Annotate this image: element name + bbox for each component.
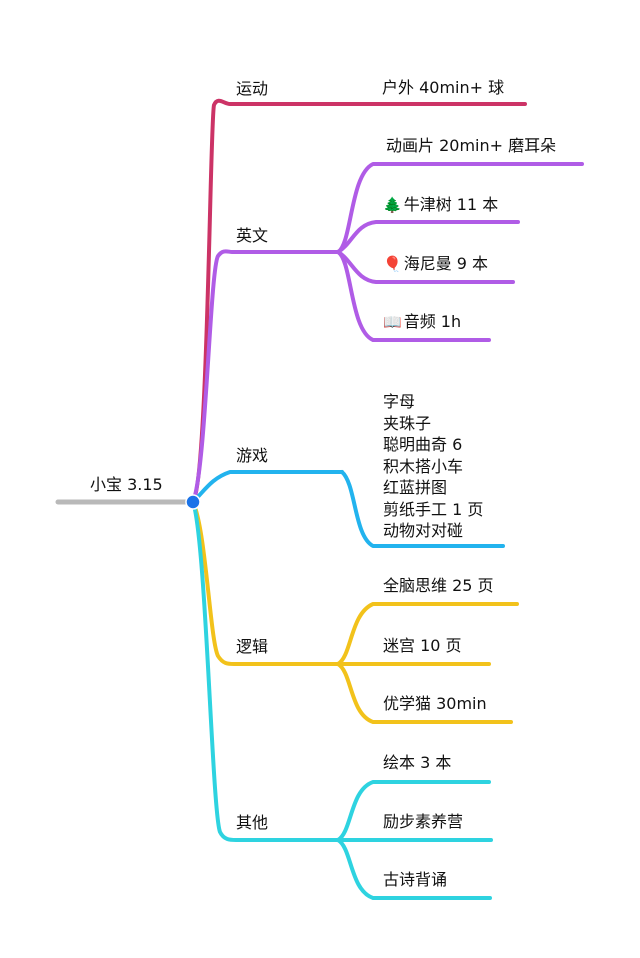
node-cartoon-label: 动画片 20min+ 磨耳朵 — [386, 136, 557, 155]
branch-logic[interactable]: 逻辑 — [236, 636, 268, 657]
connector-other-1 — [336, 780, 491, 842]
connector-logic-3 — [336, 662, 513, 724]
node-heinemann[interactable]: 🎈海尼曼 9 本 — [383, 253, 488, 275]
node-youxuemao-label: 优学猫 30min — [383, 694, 487, 713]
root-label[interactable]: 小宝 3.15 — [90, 474, 163, 495]
node-maze[interactable]: 迷宫 10 页 — [383, 635, 462, 656]
node-libu-camp[interactable]: 励步素养营 — [383, 811, 463, 832]
branch-line-other — [191, 500, 340, 842]
branch-sport-label: 运动 — [236, 79, 269, 98]
node-poetry-label: 古诗背诵 — [383, 870, 448, 889]
node-picture-books-label: 绘本 3 本 — [383, 753, 452, 772]
node-maze-label: 迷宫 10 页 — [383, 636, 462, 655]
node-heinemann-label: 海尼曼 9 本 — [403, 254, 489, 273]
node-picture-books[interactable]: 绘本 3 本 — [383, 752, 451, 773]
node-whole-brain-label: 全脑思维 25 页 — [383, 576, 494, 595]
node-poetry[interactable]: 古诗背诵 — [383, 869, 447, 890]
connector-logic-1 — [336, 602, 519, 666]
open-book-icon: 📖 — [383, 313, 402, 331]
node-youxuemao[interactable]: 优学猫 30min — [383, 693, 487, 714]
connector-english-2 — [336, 220, 520, 254]
evergreen-tree-icon: 🌲 — [383, 196, 402, 214]
branch-game[interactable]: 游戏 — [236, 445, 268, 466]
root-node-dot[interactable] — [185, 494, 201, 510]
connector-game-1 — [340, 470, 505, 548]
branch-game-label: 游戏 — [236, 446, 269, 465]
branch-sport[interactable]: 运动 — [236, 78, 268, 99]
node-game-list[interactable]: 字母 夹珠子 聪明曲奇 6 积木搭小车 红蓝拼图 剪纸手工 1 页 动物对对碰 — [383, 391, 483, 542]
node-cartoon[interactable]: 动画片 20min+ 磨耳朵 — [386, 135, 556, 156]
branch-line-english — [191, 249, 340, 504]
branch-other-label: 其他 — [236, 813, 269, 832]
node-outdoor[interactable]: 户外 40min+ 球 — [382, 77, 504, 98]
node-outdoor-label: 户外 40min+ 球 — [382, 78, 505, 97]
node-oxford-tree-label: 牛津树 11 本 — [403, 195, 499, 214]
branch-line-game — [191, 470, 344, 504]
node-audio[interactable]: 📖音频 1h — [383, 311, 461, 333]
node-game-list-text: 字母 夹珠子 聪明曲奇 6 积木搭小车 红蓝拼图 剪纸手工 1 页 动物对对碰 — [383, 392, 484, 540]
branch-english[interactable]: 英文 — [236, 225, 268, 246]
connector-english-4 — [336, 250, 491, 342]
node-libu-camp-label: 励步素养营 — [383, 812, 464, 831]
branch-other[interactable]: 其他 — [236, 812, 268, 833]
branch-logic-label: 逻辑 — [236, 637, 269, 656]
root-label-text: 小宝 3.15 — [90, 475, 163, 494]
balloon-icon: 🎈 — [383, 255, 402, 273]
branch-english-label: 英文 — [236, 226, 269, 245]
connector-other-3 — [336, 838, 492, 900]
node-audio-label: 音频 1h — [403, 312, 462, 331]
node-oxford-tree[interactable]: 🌲牛津树 11 本 — [383, 194, 498, 216]
branch-line-logic — [191, 500, 340, 666]
node-whole-brain[interactable]: 全脑思维 25 页 — [383, 575, 494, 596]
